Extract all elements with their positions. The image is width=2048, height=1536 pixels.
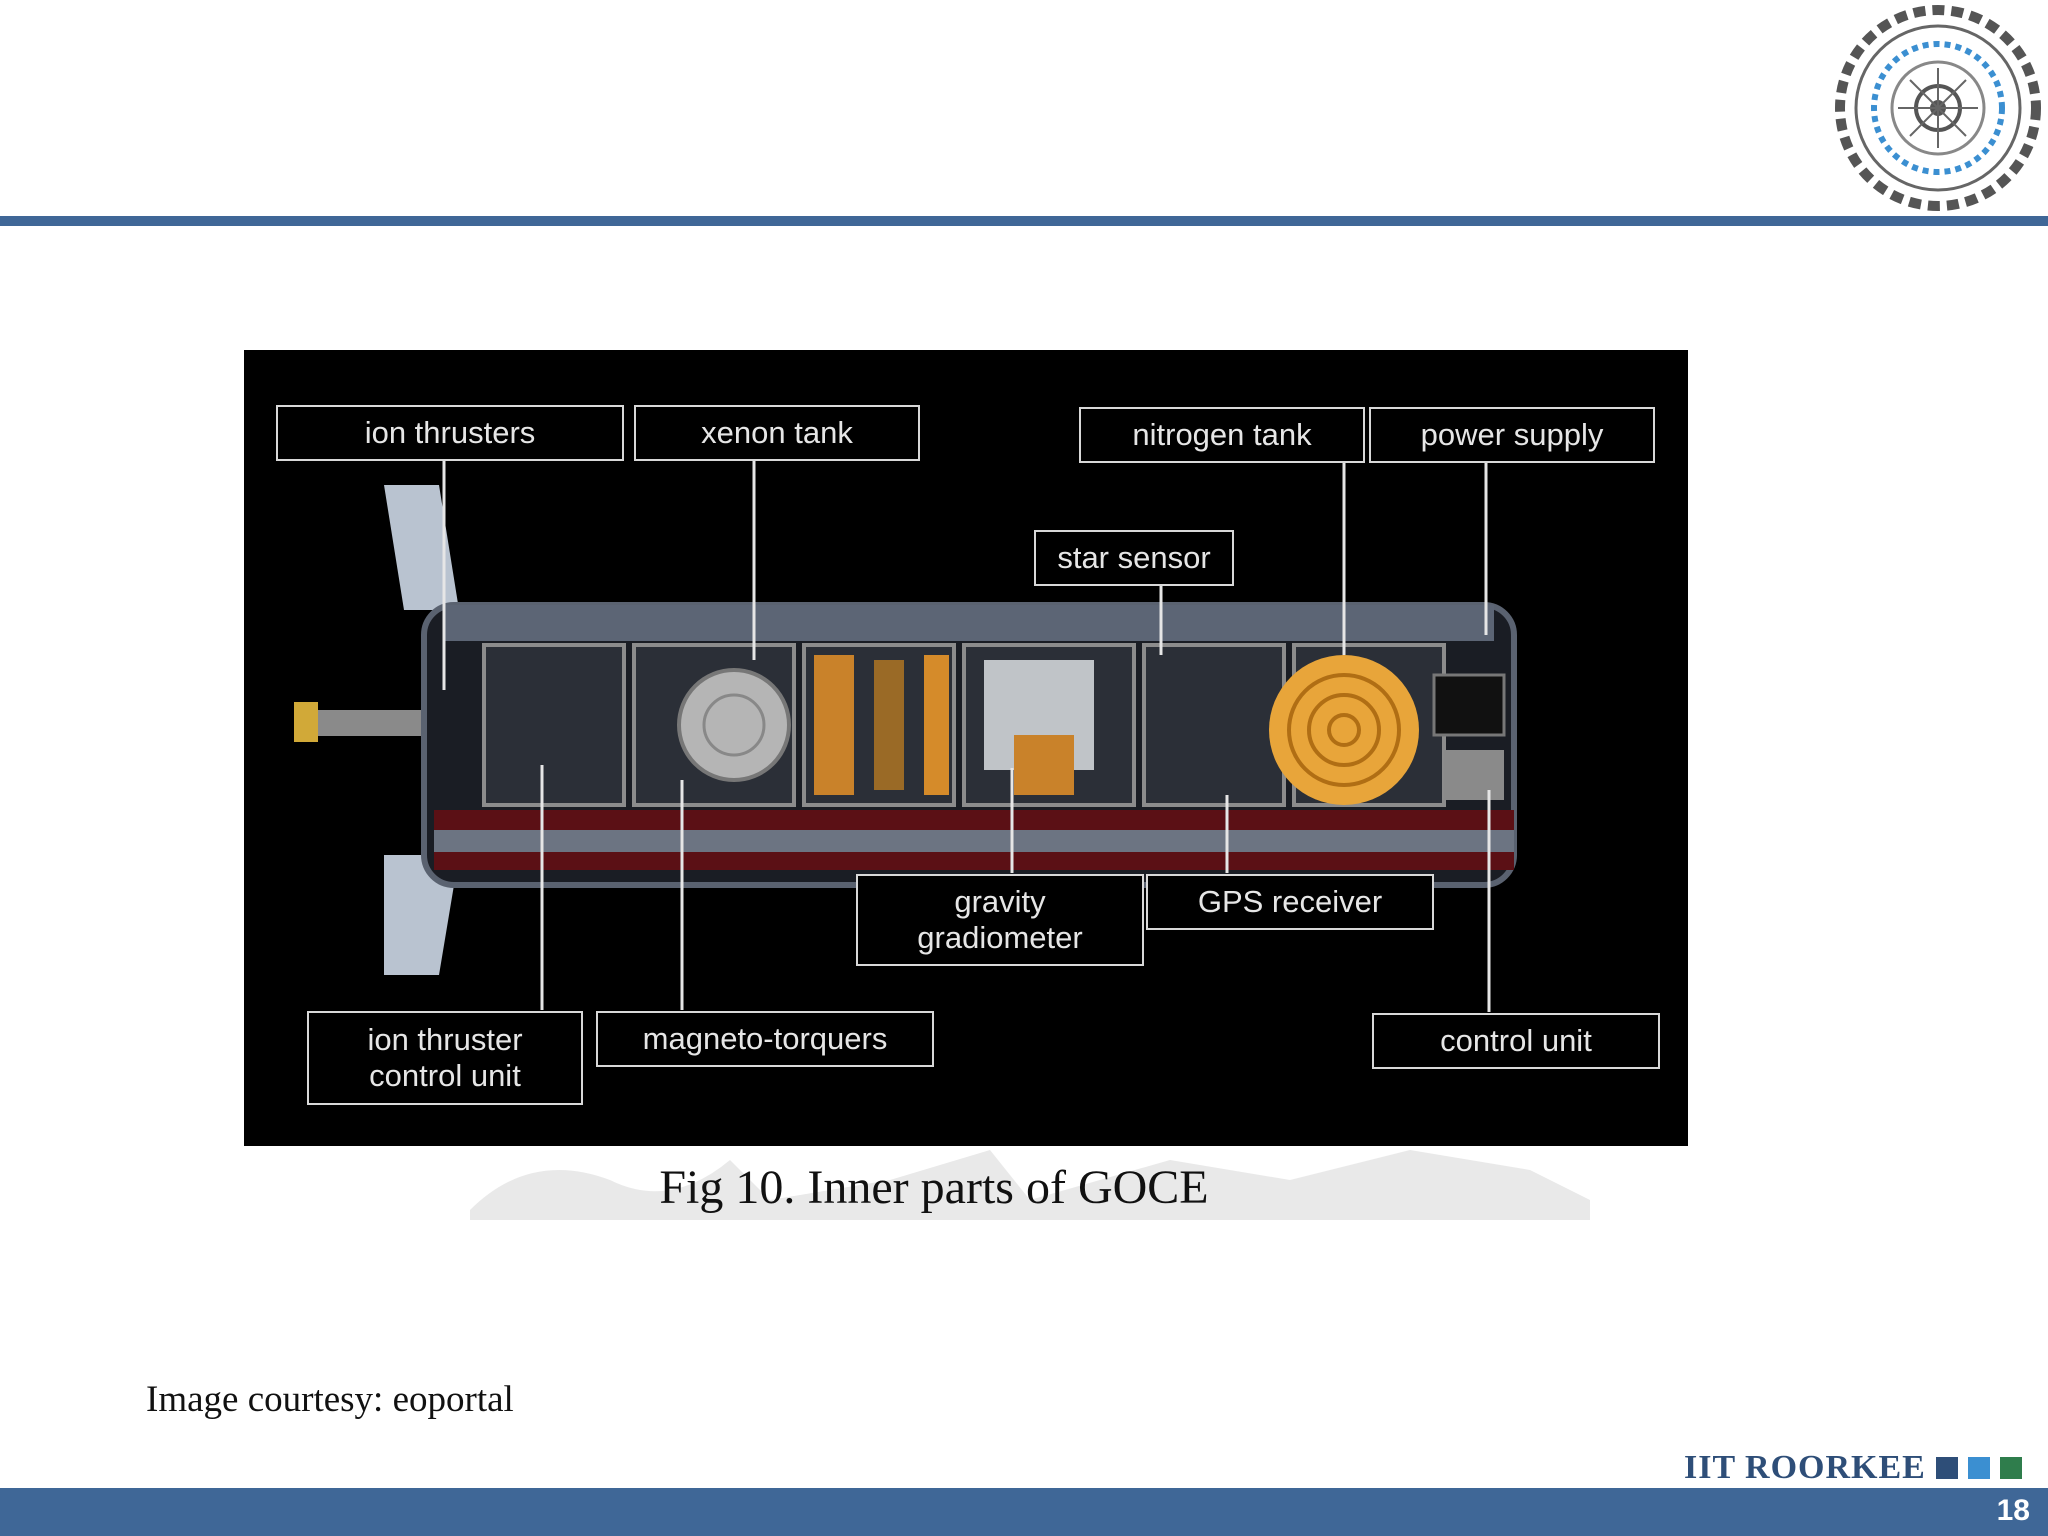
label-nitrogen-tank: nitrogen tank <box>1079 407 1365 463</box>
label-gravity-gradiometer: gravity gradiometer <box>856 874 1144 966</box>
page-number: 18 <box>1996 1494 2030 1527</box>
upper-fin <box>384 485 459 610</box>
header-rule <box>0 216 2048 226</box>
footer-brand: IIT ROORKEE <box>1684 1448 2022 1488</box>
label-star-sensor: star sensor <box>1034 530 1234 586</box>
label-ion-thruster-control-unit: ion thruster control unit <box>307 1011 583 1105</box>
brand-square-3 <box>1999 1457 2022 1479</box>
label-gps-receiver: GPS receiver <box>1146 874 1434 930</box>
image-courtesy: Image courtesy: eoportal <box>146 1379 514 1420</box>
watermark-shape <box>470 1150 1590 1220</box>
institute-seal-logo <box>1835 5 2041 211</box>
label-magneto-torquers: magneto-torquers <box>596 1011 934 1067</box>
label-control-unit: control unit <box>1372 1013 1660 1069</box>
footer-bar: 18 <box>0 1488 2048 1536</box>
label-xenon-tank: xenon tank <box>634 405 920 461</box>
label-power-supply: power supply <box>1369 407 1655 463</box>
satellite-illustration <box>294 458 1517 1012</box>
brand-text: IIT ROORKEE <box>1684 1449 1926 1486</box>
brand-square-1 <box>1935 1457 1958 1479</box>
brand-square-2 <box>1967 1457 1990 1479</box>
label-ion-thrusters: ion thrusters <box>276 405 624 461</box>
figure-caption: Fig 10. Inner parts of GOCE <box>659 1161 1209 1214</box>
goce-cutaway-figure: ion thrusters xenon tank nitrogen tank p… <box>244 350 1688 1146</box>
